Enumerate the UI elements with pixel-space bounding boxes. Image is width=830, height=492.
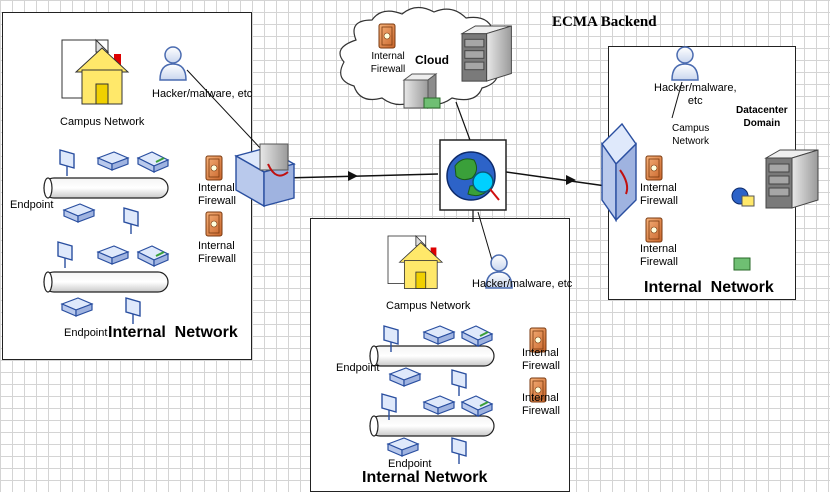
hub-globe-icon xyxy=(439,139,507,211)
globe-badge-icon xyxy=(731,187,755,207)
endpoint-printer-icon xyxy=(61,297,93,317)
left-firewall-icon-2 xyxy=(205,211,223,237)
endpoint-printer-icon xyxy=(423,325,455,345)
center-hacker-label: Hacker/malware, etc xyxy=(472,278,573,290)
endpoint-monitor-icon xyxy=(451,369,467,397)
left-endpoint-label-2: Endpoint xyxy=(64,327,108,339)
cloud-firewall-icon xyxy=(378,23,396,49)
link-right-hacker xyxy=(671,81,683,119)
left-campus-label: Campus Network xyxy=(60,116,145,128)
diagram-title: ECMA Backend xyxy=(552,14,657,30)
right-firewall-label-1: Internal Firewall xyxy=(640,182,678,207)
left-bus-1 xyxy=(43,177,169,199)
endpoint-printer-icon xyxy=(97,245,129,265)
left-campus-house-icon xyxy=(61,39,129,105)
left-hacker-icon xyxy=(159,46,187,81)
cloud-rack-server-icon xyxy=(461,25,512,82)
endpoint-printer-icon xyxy=(97,151,129,171)
center-network-heading: Internal Network xyxy=(362,469,488,486)
center-endpoint-label-1: Endpoint xyxy=(336,362,380,374)
link-cloud-to-hub xyxy=(455,101,471,141)
center-firewall-label-2: Internal Firewall xyxy=(522,392,560,417)
endpoint-monitor-icon xyxy=(451,437,467,465)
endpoint-monitor-icon xyxy=(123,207,139,235)
center-endpoint-label-2: Endpoint xyxy=(388,458,432,470)
right-firewall-icon-1 xyxy=(645,155,663,181)
center-campus-house-icon xyxy=(387,235,443,289)
endpoint-monitor-icon xyxy=(125,297,141,325)
link-right-to-hub xyxy=(505,171,607,187)
right-network-heading: Internal Network xyxy=(644,279,774,296)
arrowhead xyxy=(348,171,358,181)
cloud-server-icon xyxy=(402,73,441,109)
endpoint-router-icon xyxy=(137,245,169,267)
endpoint-printer-icon xyxy=(387,437,419,457)
left-firewall-label-1: Internal Firewall xyxy=(198,182,236,207)
endpoint-printer-icon xyxy=(63,203,95,223)
endpoint-router-icon xyxy=(461,395,493,417)
datacenter-rack-icon xyxy=(765,149,819,209)
endpoint-printer-icon xyxy=(389,367,421,387)
arrowhead xyxy=(566,175,576,185)
cloud-firewall-label: Internal Firewall xyxy=(370,51,406,75)
left-endpoint-label-1: Endpoint xyxy=(10,199,54,211)
link-hacker-to-gateway xyxy=(186,69,263,151)
link-left-to-hub xyxy=(283,173,439,179)
endpoint-monitor-icon xyxy=(57,241,73,269)
center-bus-1 xyxy=(369,345,495,367)
center-campus-label: Campus Network xyxy=(386,300,471,312)
datacenter-label: Datacenter Domain xyxy=(736,105,788,129)
left-hacker-label: Hacker/malware, etc xyxy=(152,88,253,100)
left-bus-2 xyxy=(43,271,169,293)
left-firewall-label-2: Internal Firewall xyxy=(198,240,236,265)
left-firewall-icon-1 xyxy=(205,155,223,181)
endpoint-monitor-icon xyxy=(59,149,75,177)
left-network-heading: Internal Network xyxy=(108,324,238,341)
gateway-switch-icon xyxy=(234,143,296,208)
right-campus-label: Campus Network xyxy=(672,123,710,147)
center-firewall-label-1: Internal Firewall xyxy=(522,347,560,372)
endpoint-printer-icon xyxy=(423,395,455,415)
right-network-box xyxy=(608,46,796,300)
endpoint-router-icon xyxy=(461,325,493,347)
right-hacker-label: Hacker/malware, etc xyxy=(654,82,737,107)
right-firewall-label-2: Internal Firewall xyxy=(640,243,678,268)
right-hacker-icon xyxy=(671,46,699,81)
endpoint-router-icon xyxy=(137,151,169,173)
server-badge-icon xyxy=(733,257,751,271)
right-firewall-icon-2 xyxy=(645,217,663,243)
link-hub-to-hacker xyxy=(477,211,493,261)
cloud-label: Cloud xyxy=(415,53,449,67)
right-gateway-icon xyxy=(601,122,637,223)
